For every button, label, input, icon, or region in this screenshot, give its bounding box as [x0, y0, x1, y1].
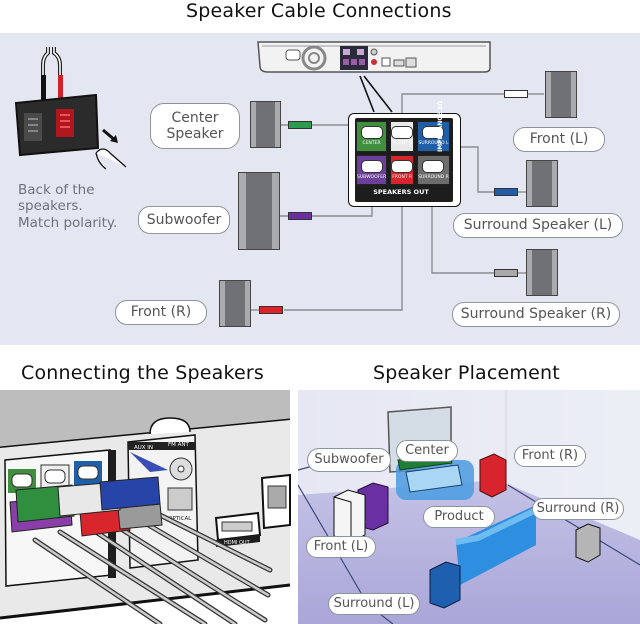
speaker-terminal: CENTER [356, 121, 388, 152]
surround-r-speaker-icon [526, 249, 558, 296]
aux-in-label: AUX IN [134, 445, 153, 451]
terminal-socket-icon [422, 159, 445, 173]
terminal-socket-icon [422, 126, 445, 140]
receiver-rear-panel [257, 41, 491, 73]
title-speaker-cable-connections: Speaker Cable Connections [186, 0, 452, 22]
center-plug [288, 121, 312, 129]
placement-label-subwoofer: Subwoofer [307, 448, 391, 472]
subwoofer-icon [238, 172, 280, 250]
speaker-terminal: FRONT L [390, 121, 415, 152]
connecting-speakers-illustration: AUX IN FM ANT OPTICAL HDMI OUT [0, 390, 292, 624]
speaker-terminal: SUBWOOFER [356, 154, 388, 185]
placement-label-product: Product [423, 506, 495, 528]
polarity-note-line: speakers. [18, 198, 83, 215]
speaker-terminal-illustration [14, 47, 127, 170]
impedance-label: IMPEDANCE 3Ω [437, 100, 444, 152]
terminal-socket-icon [360, 159, 383, 173]
terminal-label: SURROUND R [418, 174, 449, 180]
placement-label-front-l: Front (L) [306, 536, 376, 558]
terminal-label: FRONT L [392, 141, 412, 147]
label-surround-r: Surround Speaker (R) [452, 302, 620, 327]
terminal-label: FRONT R [392, 174, 413, 180]
label-text: Speaker [166, 126, 224, 142]
title-speaker-placement: Speaker Placement [373, 362, 560, 384]
speakers-out-label: SPEAKERS OUT [373, 188, 429, 196]
hdmi-out-label: HDMI OUT [224, 540, 251, 546]
terminal-label: SURROUND L [418, 141, 449, 147]
surround-l-plug [494, 188, 518, 196]
center-speaker-icon [250, 101, 281, 148]
label-surround-l: Surround Speaker (L) [453, 213, 623, 238]
label-subwoofer: Subwoofer [138, 206, 230, 234]
polarity-note-line: Match polarity. [18, 214, 118, 231]
placement-label-surround-l: Surround (L) [328, 593, 420, 615]
polarity-note: Back of the speakers. Match polarity. [18, 182, 117, 231]
terminal-socket-icon [360, 126, 383, 140]
front-r-plug [259, 306, 283, 314]
optical-label: OPTICAL [168, 516, 192, 522]
label-text: Center [171, 109, 219, 126]
front-r-speaker-icon [219, 280, 251, 327]
polarity-note-line: Back of the [18, 182, 95, 198]
speaker-terminal: FRONT R [390, 154, 415, 185]
placement-label-center: Center [396, 440, 458, 462]
terminal-label: CENTER [362, 141, 381, 147]
speaker-terminal: SURROUND R [417, 154, 450, 185]
front-l-plug [504, 90, 528, 98]
placement-label-surround-r: Surround (R) [532, 498, 624, 520]
surround-l-speaker-icon [526, 160, 558, 207]
terminal-socket-icon [391, 126, 414, 140]
surround-r-plug [494, 269, 518, 277]
speakers-out-panel: CENTER FRONT L SURROUND L SUBWOOFER FRONT R S… [348, 101, 461, 207]
label-center-speaker: Center Speaker [150, 103, 240, 149]
label-front-r: Front (R) [115, 300, 207, 325]
speaker-terminal: SURROUND L [417, 121, 450, 152]
label-front-l: Front (L) [513, 127, 605, 152]
title-connecting-the-speakers: Connecting the Speakers [21, 362, 264, 384]
terminal-socket-icon [391, 159, 414, 173]
front-r-cable-line [284, 175, 403, 311]
front-l-speaker-icon [545, 71, 577, 118]
fm-ant-label: FM ANT [168, 442, 190, 448]
terminal-label: SUBWOOFER [357, 174, 387, 180]
placement-label-front-r: Front (R) [514, 445, 586, 467]
subwoofer-plug [288, 212, 312, 220]
surround-r-cable-line [431, 178, 494, 274]
